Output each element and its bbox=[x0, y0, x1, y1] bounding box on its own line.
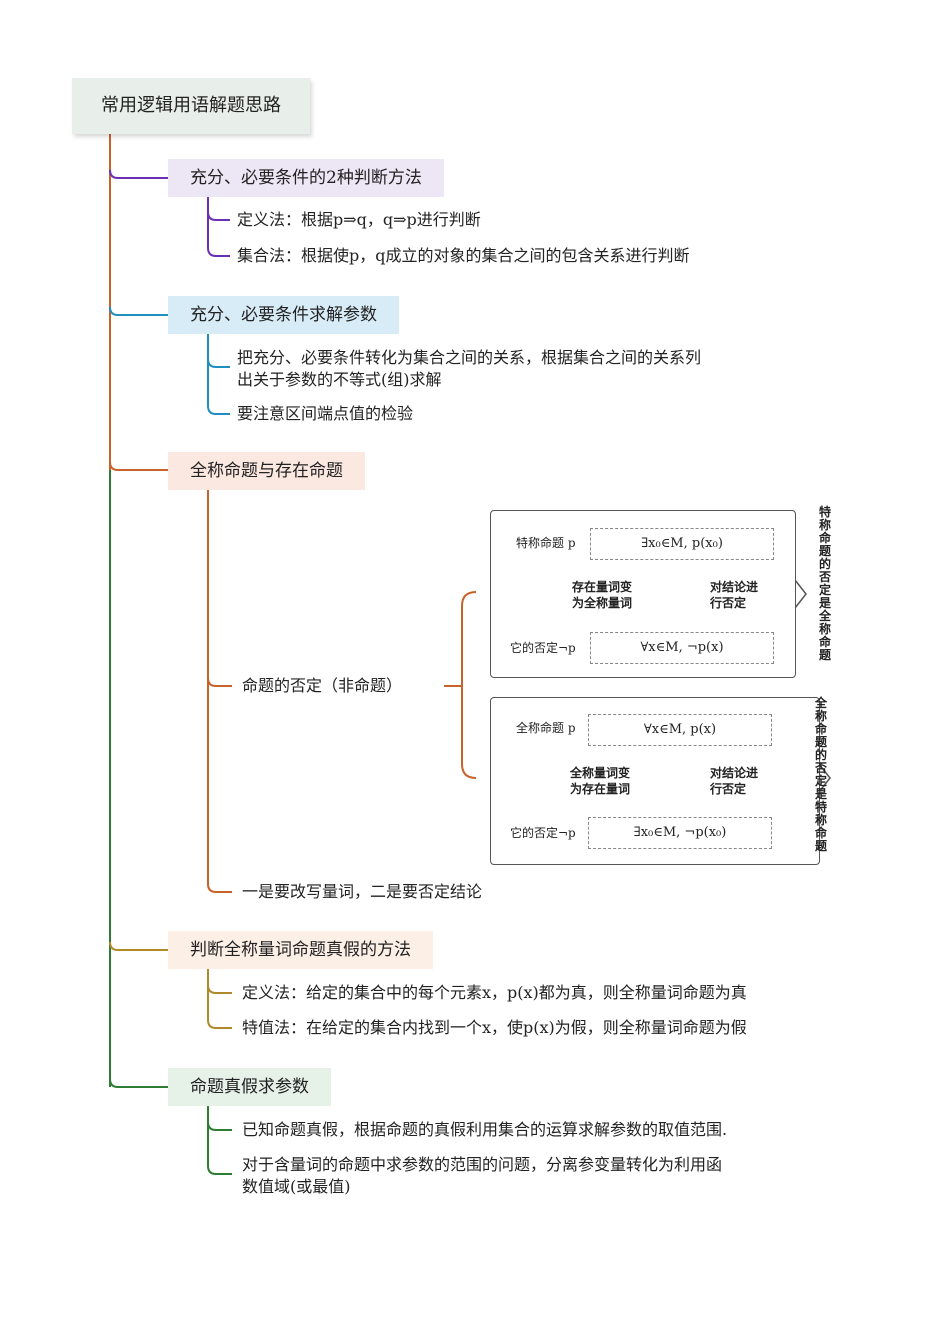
fig2-negation-label: 它的否定¬p bbox=[510, 826, 576, 840]
fig1-left-note-2: 为全称量词 bbox=[572, 596, 633, 610]
leaf-set-method: 集合法：根据使p，q成立的对象的集合之间的包含关系进行判断 bbox=[237, 246, 690, 265]
fig2-right-note-2: 行否定 bbox=[710, 782, 747, 796]
fig1-formula-existential: ∃x₀∈M, p(x₀) bbox=[590, 528, 774, 560]
fig1-right-note-1: 对结论进 bbox=[710, 580, 759, 594]
leaf-convert-to-sets-line2: 出关于参数的不等式(组)求解 bbox=[237, 370, 442, 389]
leaf-definition-truth: 定义法：给定的集合中的每个元素x，p(x)都为真，则全称量词命题为真 bbox=[242, 983, 747, 1002]
topic-universal-truth-methods: 判断全称量词命题真假的方法 bbox=[168, 931, 433, 969]
fig2-right-note-1: 对结论进 bbox=[710, 766, 759, 780]
leaf-convert-to-sets-line1: 把充分、必要条件转化为集合之间的关系，根据集合之间的关系列 bbox=[237, 348, 702, 367]
topic-truth-parameters: 命题真假求参数 bbox=[168, 1068, 331, 1106]
fig1-existential-label: 特称命题 p bbox=[516, 536, 576, 550]
fig1-side-note: 特称命题的否定是全称命题 bbox=[818, 505, 831, 662]
fig1-negation-label: 它的否定¬p bbox=[510, 641, 576, 655]
leaf-separate-parameter-line2: 数值域(或最值) bbox=[242, 1177, 351, 1196]
fig2-formula-universal: ∀x∈M, p(x) bbox=[588, 714, 772, 746]
topic-sufficient-necessary-parameters: 充分、必要条件求解参数 bbox=[168, 296, 399, 334]
fig1-formula-universal: ∀x∈M, ¬p(x) bbox=[590, 632, 774, 664]
leaf-known-truth: 已知命题真假，根据命题的真假利用集合的运算求解参数的取值范围. bbox=[242, 1120, 728, 1139]
leaf-rewrite-quantifier: 一是要改写量词，二是要否定结论 bbox=[242, 882, 483, 901]
leaf-counterexample: 特值法：在给定的集合内找到一个x，使p(x)为假，则全称量词命题为假 bbox=[242, 1018, 747, 1037]
root-node: 常用逻辑用语解题思路 bbox=[72, 78, 310, 134]
leaf-endpoint-check: 要注意区间端点值的检验 bbox=[237, 404, 414, 423]
leaf-negation-of-proposition: 命题的否定（非命题） bbox=[242, 676, 403, 695]
fig2-formula-existential: ∃x₀∈M, ¬p(x₀) bbox=[588, 817, 772, 849]
topic-universal-existential: 全称命题与存在命题 bbox=[168, 452, 365, 490]
fig2-left-note-1: 全称量词变 bbox=[570, 766, 631, 780]
topic-sufficient-necessary-methods: 充分、必要条件的2种判断方法 bbox=[168, 159, 444, 197]
leaf-separate-parameter-line1: 对于含量词的命题中求参数的范围的问题，分离参变量转化为利用函 bbox=[242, 1155, 723, 1174]
fig2-universal-label: 全称命题 p bbox=[516, 721, 576, 735]
fig2-side-note: 全称命题的否定是特称命题 bbox=[814, 696, 827, 853]
leaf-definition-method: 定义法：根据p⇒q，q⇒p进行判断 bbox=[237, 210, 481, 229]
fig1-right-note-2: 行否定 bbox=[710, 596, 747, 610]
fig1-left-note-1: 存在量词变 bbox=[572, 580, 633, 594]
fig2-left-note-2: 为存在量词 bbox=[570, 782, 631, 796]
